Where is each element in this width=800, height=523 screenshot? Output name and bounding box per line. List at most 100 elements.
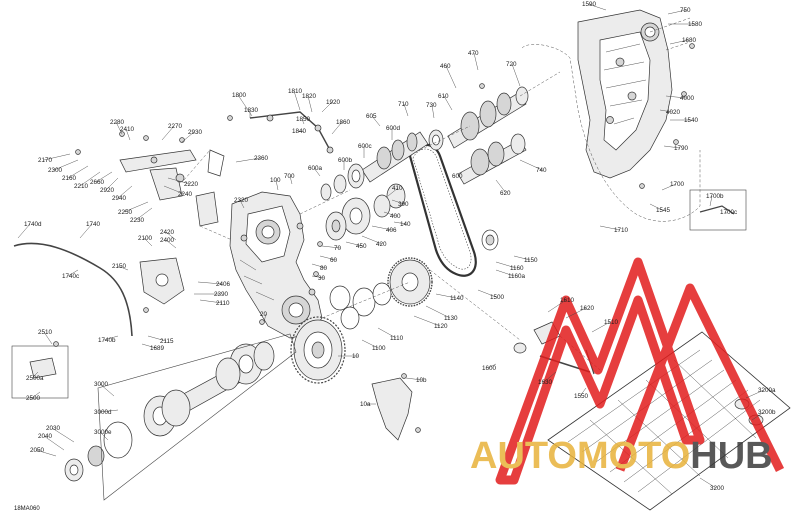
part-callout-2406: 2406: [216, 281, 231, 288]
watermark-text-hub: HUB: [690, 435, 772, 477]
callout-leader: [321, 245, 341, 249]
part-callout-2240: 2240: [178, 191, 193, 198]
part-callout-620: 620: [500, 190, 511, 197]
callout-leader: [275, 179, 279, 191]
cover-gasket: [521, 44, 701, 222]
callout-leader: [547, 299, 567, 313]
part-callout-740: 740: [536, 167, 547, 174]
callout-leader: [331, 121, 343, 135]
part-callout-3200b: 3200b: [758, 409, 776, 416]
callout-leader: [311, 263, 327, 269]
part-callout-1860: 1860: [336, 119, 351, 126]
part-callout-4000: 4000: [680, 95, 695, 102]
callout-leader: [473, 52, 479, 71]
callout-leader: [43, 435, 65, 451]
callout-leader: [599, 225, 621, 231]
callout-leader: [79, 171, 101, 187]
callout-leader: [43, 153, 71, 161]
part-callout-750: 750: [680, 7, 691, 14]
callout-leader: [99, 383, 115, 397]
part-callout-2030: 2030: [46, 425, 61, 432]
callout-leader: [699, 477, 717, 489]
gearbox-cover: [577, 9, 673, 179]
callout-leader: [31, 371, 39, 379]
part-callout-2040: 2040: [38, 433, 53, 440]
part-callout-1710: 1710: [614, 227, 629, 234]
part-callout-3000e: 3000e: [94, 429, 112, 436]
part-callout-2115: 2115: [160, 338, 174, 345]
callout-leader: [393, 221, 407, 225]
callout-leader: [477, 289, 497, 298]
part-callout-2270: 2270: [168, 123, 183, 130]
part-callout-1600: 1600: [482, 365, 497, 372]
callout-leader: [669, 39, 689, 45]
part-callout-2170: 2170: [38, 157, 53, 164]
part-callout-100: 100: [270, 177, 281, 184]
callout-leader: [103, 335, 119, 341]
part-callout-1850: 1850: [296, 116, 311, 123]
callout-leader: [431, 104, 435, 119]
part-callout-2150: 2150: [112, 263, 127, 270]
callout-leader: [519, 159, 543, 171]
watermark-text-moto: MOTO: [577, 435, 690, 477]
callout-leader: [387, 187, 399, 197]
part-callout-2160: 2160: [62, 175, 77, 182]
callout-leader: [117, 265, 129, 271]
part-callout-1800: 1800: [232, 92, 247, 99]
bearing-rings: [329, 229, 499, 330]
callout-leader: [435, 293, 457, 299]
part-callout-3200a: 3200a: [758, 387, 776, 394]
part-callout-1790: 1790: [674, 145, 689, 152]
part-callout-450: 450: [356, 243, 367, 250]
part-callout-2500: 2500: [26, 395, 41, 402]
callout-leader: [445, 65, 457, 89]
callout-leader: [487, 363, 497, 369]
detail-box-2500: [11, 345, 69, 399]
callout-leader: [163, 185, 185, 195]
transmission-housing: [229, 191, 323, 339]
callout-leader: [235, 157, 261, 163]
part-callout-700: 700: [284, 173, 295, 180]
callout-leader: [51, 427, 75, 443]
part-callout-420: 420: [376, 241, 387, 248]
part-callout-1840: 1840: [292, 128, 307, 135]
part-callout-1740d: 1740d: [24, 221, 42, 228]
shift-fork-assembly: [119, 149, 225, 305]
watermark-text-auto: AUTO: [470, 435, 577, 477]
callout-leader: [311, 275, 325, 279]
part-callout-1820: 1820: [302, 93, 317, 100]
callout-leader: [79, 223, 93, 239]
drive-sprocket: [290, 316, 346, 384]
shift-cable: [13, 242, 133, 337]
callout-leader: [383, 211, 397, 217]
part-callout-600: 600: [452, 173, 463, 180]
callout-leader: [495, 261, 517, 269]
part-callout-80: 80: [320, 265, 328, 272]
watermark-mountain-right: [615, 283, 785, 472]
fasteners: [53, 43, 695, 433]
callout-leader: [117, 185, 133, 199]
svg-text:AUTOMOTOHUB: AUTOMOTOHUB: [470, 435, 773, 477]
part-callout-406: 406: [386, 227, 397, 234]
part-callout-2100: 2100: [138, 235, 153, 242]
part-callout-1550: 1550: [574, 393, 589, 400]
part-callout-1920: 1920: [326, 99, 341, 106]
callout-leader: [147, 335, 167, 342]
callout-leader: [35, 449, 57, 457]
part-callout-2410: 2410: [120, 126, 135, 133]
callout-leader: [345, 241, 363, 247]
callout-leader: [307, 95, 313, 113]
callout-leader: [321, 101, 333, 113]
part-callout-1810: 1810: [288, 88, 303, 95]
diagram-code: 18MA060: [14, 506, 40, 512]
detail-box-3000: [97, 333, 297, 501]
callout-leader: [125, 128, 131, 141]
callout-leader: [667, 9, 687, 15]
part-callout-1700c: 1700c: [720, 209, 737, 216]
part-callout-2390: 2390: [214, 291, 229, 298]
secondary-shaft: [447, 86, 529, 185]
callout-leader: [511, 63, 521, 87]
part-callout-70: 70: [334, 245, 342, 252]
